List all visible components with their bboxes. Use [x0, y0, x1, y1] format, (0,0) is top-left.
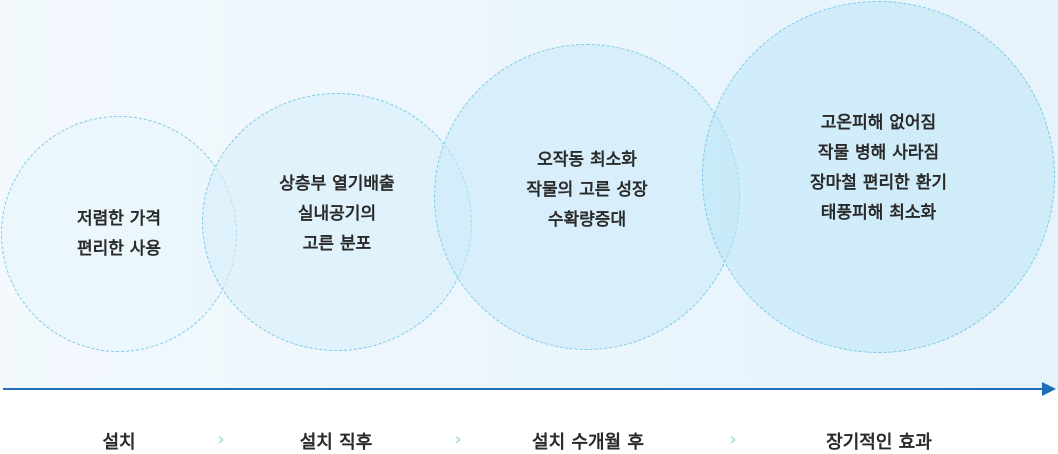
circle-text-stage-2: 상층부 열기배출 실내공기의 고른 분포 — [202, 85, 472, 343]
circle-text-stage-3: 오작동 최소화 작물의 고른 성장 수확량증대 — [434, 44, 740, 350]
stage-label-1: 설치 — [102, 432, 136, 453]
circle-stage-4 — [702, 1, 1055, 353]
circle-line: 고른 분포 — [302, 234, 372, 254]
circle-line: 고온피해 없어짐 — [820, 113, 937, 133]
circle-text-stage-4: 고온피해 없어짐 작물 병해 사라짐 장마철 편리한 환기 태풍피해 최소화 — [702, 0, 1055, 352]
circle-line: 작물의 고른 성장 — [526, 180, 648, 200]
circle-line: 오작동 최소화 — [537, 150, 637, 170]
circle-line: 태풍피해 최소화 — [820, 203, 937, 223]
circle-line: 장마철 편리한 환기 — [810, 173, 947, 193]
stage-label-3: 설치 수개월 후 — [532, 432, 644, 453]
circle-line: 실내공기의 — [297, 204, 377, 224]
chevron-right-icon: › — [729, 429, 737, 450]
circle-text-stage-1: 저렴한 가격 편리한 사용 — [1, 116, 237, 352]
circle-line: 편리한 사용 — [76, 239, 162, 259]
chevron-right-icon: › — [454, 429, 462, 450]
circle-line: 상층부 열기배출 — [279, 174, 395, 194]
timeline-axis — [3, 388, 1043, 390]
circle-line: 작물 병해 사라짐 — [817, 143, 940, 163]
circle-stage-3 — [434, 44, 740, 350]
circle-stage-1 — [1, 116, 237, 352]
timeline-arrow-icon — [1042, 382, 1056, 396]
circle-line: 수확량증대 — [547, 210, 627, 230]
stage-label-4: 장기적인 효과 — [826, 432, 932, 453]
stage-label-2: 설치 직후 — [299, 432, 373, 453]
circle-line: 저렴한 가격 — [76, 209, 162, 229]
chevron-right-icon: › — [217, 429, 225, 450]
circle-stage-2 — [202, 93, 472, 351]
